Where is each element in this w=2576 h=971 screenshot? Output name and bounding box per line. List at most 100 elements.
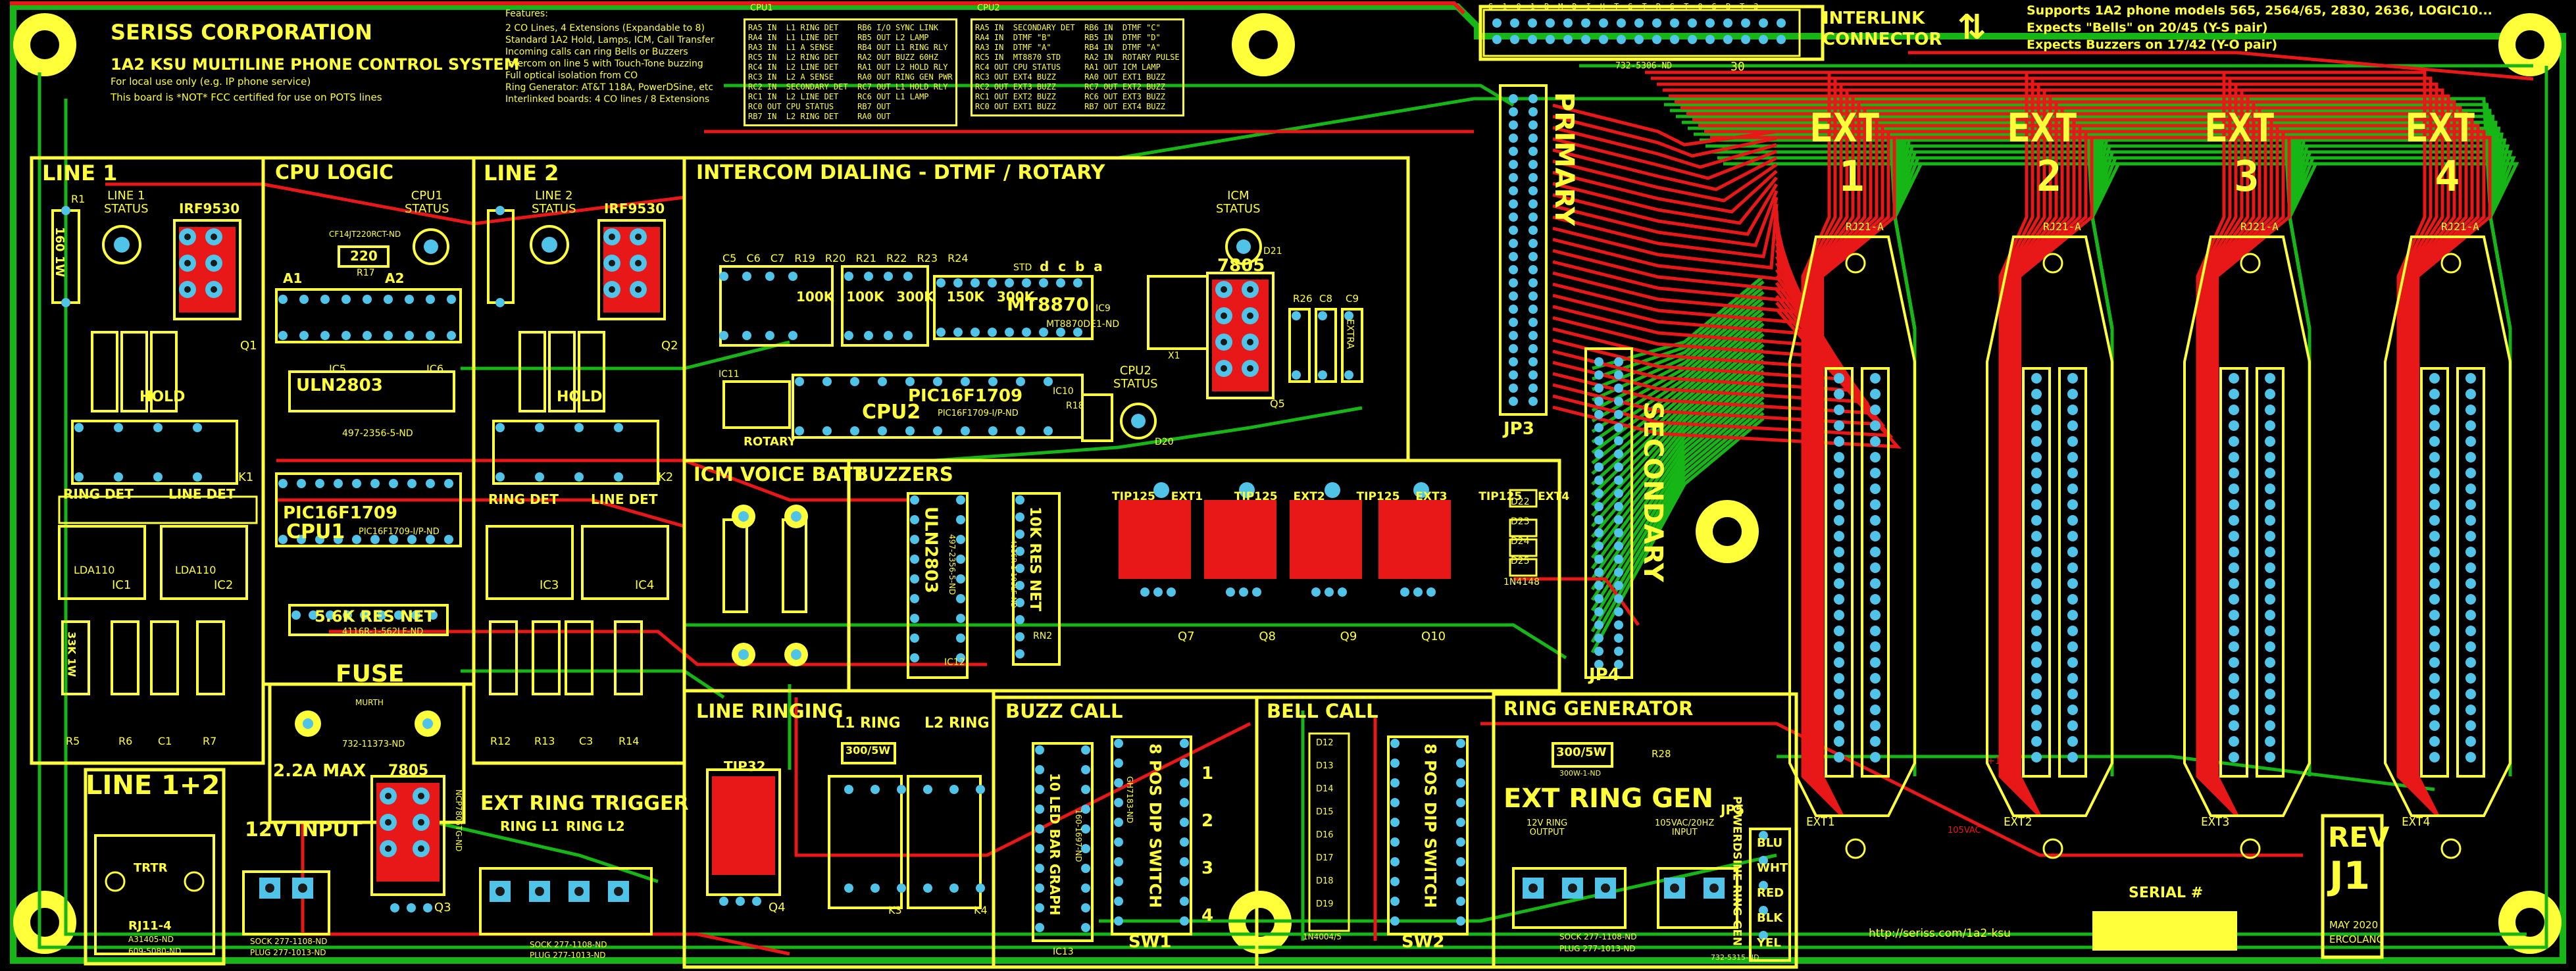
line2-c3: C3	[579, 735, 593, 747]
pad-hole	[265, 884, 274, 893]
rj21-pin	[1834, 373, 1844, 384]
cap-pin	[719, 272, 728, 281]
rj21-pin	[2429, 720, 2440, 731]
ic-pin	[334, 479, 343, 488]
secondary-pin	[1614, 620, 1623, 630]
signal-trace	[1480, 722, 2303, 857]
rj21-pin	[2031, 752, 2042, 762]
dip-pin	[1114, 739, 1123, 748]
ext-bottom-label: EXT4	[2402, 815, 2430, 829]
ic-pin	[1022, 278, 1031, 287]
rj21-pin	[1834, 578, 1844, 589]
buzzer-resnet-part: 4116R-1-103LF-ND	[1009, 539, 1019, 609]
rj21-pin	[2067, 720, 2078, 731]
header-pin	[1759, 881, 1768, 890]
pad-hole	[211, 234, 217, 240]
bar-pin	[1081, 844, 1090, 853]
rj21-pin	[2067, 626, 2078, 636]
interlink-pin	[1634, 35, 1644, 44]
rj21-pin	[2031, 468, 2042, 478]
interlink-pin	[1581, 18, 1590, 28]
rj21-pin	[2067, 436, 2078, 447]
power-sock: SOCK 277-1108-ND	[250, 937, 328, 946]
ic-pin	[1073, 328, 1082, 337]
section-line1: LINE 1	[42, 161, 118, 186]
signal-trace	[934, 406, 1363, 462]
header-pin	[1759, 856, 1768, 865]
bar-pin	[1035, 903, 1044, 912]
ic-pin	[405, 295, 414, 304]
ic-pin	[971, 278, 980, 287]
dip-pin	[1180, 837, 1189, 847]
ic-pin	[988, 278, 997, 287]
rj21-pin	[2229, 705, 2239, 715]
rj21-pin	[2429, 689, 2440, 699]
ic-pin	[1073, 278, 1082, 287]
interlink-pin	[1563, 35, 1573, 44]
cpu-resnet-label: 5.6K RES NET	[315, 607, 435, 626]
resnet-pin	[411, 610, 420, 620]
rj21-pin	[2031, 626, 2042, 636]
secondary-pin	[1594, 541, 1604, 551]
interlink-part: 732-5306-ND	[1615, 61, 1673, 71]
rj21-pin	[2067, 389, 2078, 399]
ic-pin	[933, 426, 942, 436]
rj21-pin	[2429, 405, 2440, 415]
rj21-pin	[2429, 468, 2440, 478]
ic-pin	[910, 594, 919, 603]
primary-pin	[1509, 397, 1518, 406]
signal-trace	[1777, 755, 2435, 791]
resnet-pin	[1015, 615, 1024, 624]
bar-pin	[1035, 765, 1044, 774]
line2-hold-label: HOLD	[557, 389, 603, 405]
bar-pin	[1081, 805, 1090, 814]
secondary-pin	[1594, 515, 1604, 524]
ic-pin	[878, 377, 887, 386]
ic-pin	[956, 555, 965, 564]
transistor-pin	[390, 903, 399, 912]
rj21-pin	[2067, 689, 2078, 699]
rj21-pin	[2229, 720, 2239, 731]
primary-pin	[1528, 199, 1538, 209]
secondary-pin	[1614, 397, 1623, 406]
cpu2-status-label: CPU2 STATUS	[1113, 364, 1158, 391]
pad-hole	[614, 887, 623, 896]
rj21-pin	[1870, 562, 1881, 573]
primary-pin	[1528, 226, 1538, 235]
relay-pin	[114, 423, 123, 432]
line1-r1: R1	[71, 193, 86, 205]
bar-pin	[1081, 765, 1090, 774]
rj21-pin-column	[2256, 367, 2285, 778]
rj21-pin	[2465, 373, 2476, 384]
primary-pin	[1509, 94, 1518, 103]
cap-pin	[765, 272, 774, 281]
rj21-pin	[2265, 452, 2275, 462]
primary-pin	[1509, 120, 1518, 130]
rj21-pin	[2429, 641, 2440, 652]
secondary-pin	[1594, 370, 1604, 380]
bell-1n4004: 1N4004/5	[1303, 932, 1342, 941]
signal-trace	[1118, 97, 1803, 160]
bell-diode-labels: D12 D13 D14 D15 D16 D17 D18 D19	[1316, 738, 1334, 909]
rj21-pin	[2067, 405, 2078, 415]
ringgen-sock: SOCK 277-1108-ND	[1559, 932, 1637, 941]
relay-pin	[153, 423, 163, 432]
interlink-pin-labels: S1Q1BMDIHTSTRSTOSBT3	[1488, 2, 1768, 11]
transistor-pin	[1400, 587, 1409, 597]
pad-hole	[535, 887, 544, 896]
transistor-tab	[1239, 482, 1255, 498]
ext-ring-l2: RING L2	[566, 818, 625, 834]
rj21-pin	[2031, 389, 2042, 399]
interlink-pin	[1599, 18, 1608, 28]
relay-pin	[923, 785, 932, 794]
l2-ring-label: L2 RING	[924, 715, 990, 732]
ic-pin	[795, 377, 804, 386]
interlink-pin	[1492, 35, 1502, 44]
rj21-pin	[1834, 720, 1844, 731]
rj21-pin	[2229, 641, 2239, 652]
line1-lda1: LDA110	[74, 564, 115, 576]
rj11-jack	[94, 834, 215, 955]
rj21-pin	[2229, 657, 2239, 668]
ic-pin	[1056, 278, 1065, 287]
bar-pin	[1081, 884, 1090, 893]
